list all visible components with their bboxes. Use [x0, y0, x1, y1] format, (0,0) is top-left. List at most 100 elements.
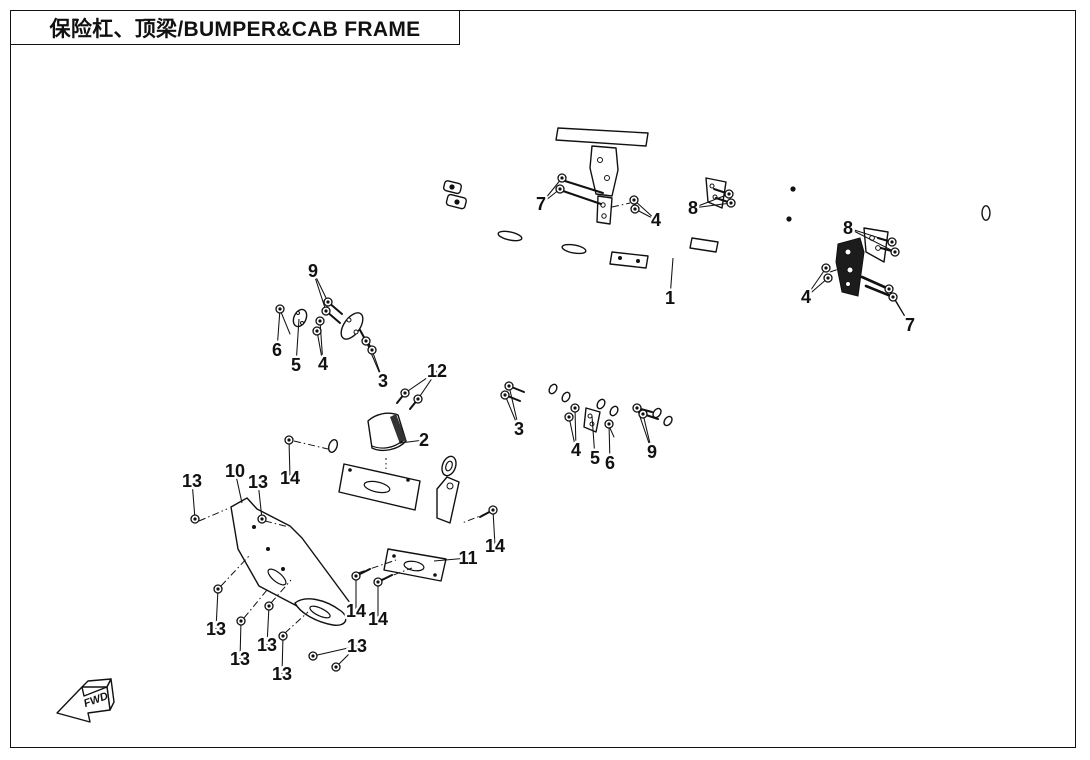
leader-line	[288, 439, 291, 479]
fastener-glyph-core	[891, 295, 895, 299]
callout-5: 5	[291, 355, 301, 375]
fastener-glyph-core	[641, 412, 645, 416]
skid-plate	[198, 497, 357, 634]
callout-14: 14	[346, 601, 366, 621]
callout-3: 3	[514, 419, 524, 439]
fastener-glyph-core	[376, 580, 380, 584]
fastener-glyph-core	[403, 391, 407, 395]
fastener-glyph-core	[364, 339, 368, 343]
leader-line	[312, 270, 329, 303]
page-title: 保险杠、顶梁/BUMPER&CAB FRAME	[49, 17, 421, 41]
callout-14: 14	[280, 468, 300, 488]
leader-line	[568, 416, 577, 451]
fastener-glyph-core	[491, 508, 495, 512]
fastener-glyph-core	[334, 665, 338, 669]
leader-line	[371, 349, 384, 382]
fastener-glyph-core	[567, 415, 571, 419]
leader-line	[492, 509, 496, 547]
fastener-glyph-core	[315, 329, 319, 333]
leader-line	[404, 370, 438, 394]
callout-13: 13	[248, 472, 268, 492]
callout-7: 7	[905, 315, 915, 335]
leader-line	[234, 470, 243, 504]
callout-12: 12	[427, 361, 447, 381]
fastener-glyph-core	[632, 198, 636, 202]
fastener-glyph-core	[216, 587, 220, 591]
leader-line	[540, 177, 563, 205]
fastener-glyph-core	[893, 250, 897, 254]
leader-line	[433, 557, 469, 562]
leader-line	[847, 227, 893, 243]
fastener-glyph-core	[281, 634, 285, 638]
fastener-glyph-core	[260, 517, 264, 521]
fastener-glyph-core	[354, 574, 358, 578]
title-block: 保险杠、顶梁/BUMPER&CAB FRAME	[10, 10, 460, 45]
clamp-part	[367, 392, 419, 469]
callout-8: 8	[688, 198, 698, 218]
cab-frame-tubes	[356, 122, 991, 427]
leader-line	[847, 227, 896, 253]
fastener-glyph-core	[887, 287, 891, 291]
callout-13: 13	[230, 649, 250, 669]
callout-3: 3	[378, 371, 388, 391]
leader-line	[239, 620, 242, 660]
leader-line	[266, 605, 270, 646]
callout-6: 6	[272, 340, 282, 360]
leader-line	[508, 385, 520, 430]
fastener-glyph-core	[370, 348, 374, 352]
leader-line	[417, 370, 438, 400]
leader-line	[276, 308, 281, 351]
callout-5: 5	[590, 448, 600, 468]
callout-13: 13	[206, 619, 226, 639]
leader-line	[692, 202, 732, 209]
leader-line	[215, 588, 219, 630]
leader-line	[805, 277, 829, 298]
fastener-glyph-core	[193, 517, 197, 521]
leader-line	[281, 635, 284, 675]
callout-4: 4	[651, 210, 661, 230]
callout-9: 9	[647, 442, 657, 462]
callout-7: 7	[536, 194, 546, 214]
callout-9: 9	[308, 261, 318, 281]
fastener-glyph-core	[416, 397, 420, 401]
callout-10: 10	[225, 461, 245, 481]
fwd-arrow: FWD	[56, 678, 115, 723]
frame-brackets	[280, 127, 896, 438]
leader-line	[642, 413, 653, 453]
leader-line	[692, 193, 730, 209]
leader-line	[316, 330, 324, 365]
bumper-assembly	[293, 439, 494, 588]
fastener-glyph-core	[311, 654, 315, 658]
leader-line	[312, 645, 358, 657]
fastener-glyph-core	[267, 604, 271, 608]
leader-line	[335, 645, 358, 668]
callout-13: 13	[182, 471, 202, 491]
leader-line	[892, 296, 911, 326]
leader-line	[312, 270, 327, 312]
callout-13: 13	[257, 635, 277, 655]
callout-1: 1	[665, 288, 675, 308]
callout-6: 6	[605, 453, 615, 473]
fastener-glyph-core	[573, 406, 577, 410]
callout-13: 13	[347, 636, 367, 656]
fastener-glyph-core	[890, 240, 894, 244]
fastener-glyph-core	[287, 438, 291, 442]
leader-line	[608, 423, 611, 464]
leader-line	[504, 394, 520, 430]
leader-line	[805, 267, 827, 298]
leader-line	[633, 199, 657, 221]
callout-8: 8	[843, 218, 853, 238]
fastener-glyph-core	[324, 309, 328, 313]
fastener-glyph-core	[635, 406, 639, 410]
page-border	[10, 10, 1076, 748]
fastener-glyph-core	[560, 176, 564, 180]
leader-line	[399, 439, 425, 444]
fastener-glyph-core	[727, 192, 731, 196]
callout-4: 4	[801, 287, 811, 307]
fastener-glyph-core	[503, 393, 507, 397]
fastener-glyph-core	[607, 422, 611, 426]
fastener-glyph-core	[507, 384, 511, 388]
callout-14: 14	[368, 609, 388, 629]
